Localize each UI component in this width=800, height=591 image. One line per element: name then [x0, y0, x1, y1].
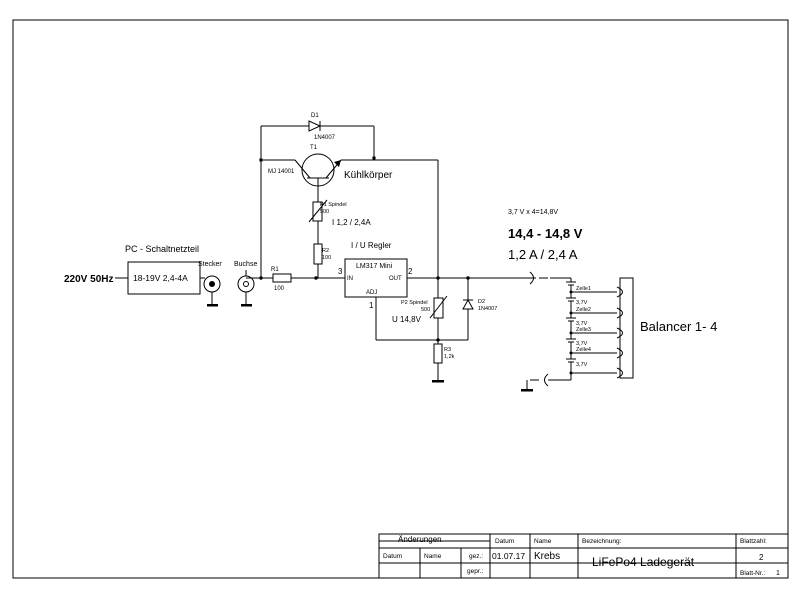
r1-resistor: [272, 273, 292, 283]
t1-type: MJ 14001: [268, 169, 295, 175]
ground-symbol: [432, 380, 444, 383]
current-range: 1,2 A / 2,4 A: [508, 247, 578, 262]
socket-label: Buchse: [234, 261, 257, 268]
pin-in: 3: [338, 267, 343, 276]
psu-title: PC - Schaltnetzteil: [125, 244, 199, 254]
r2-name: R2: [322, 248, 329, 254]
regulator-title: I / U Regler: [351, 241, 392, 250]
t1-name: T1: [310, 145, 318, 151]
calc-note: 3,7 V x 4=14,8V: [508, 209, 558, 216]
d2-diode: [462, 298, 474, 310]
r3-resistor: [433, 343, 443, 364]
row-checked: gepr.:: [467, 568, 483, 575]
socket-connector: [237, 270, 255, 307]
drawing-frame: [12, 19, 789, 579]
balancer-label: Balancer 1- 4: [640, 319, 717, 334]
ic-adj-label: ADJ: [366, 290, 377, 296]
voltage-range: 14,4 - 14,8 V: [508, 226, 583, 241]
cell-1-label: Zelle1: [576, 286, 591, 292]
p1-value: 500: [320, 209, 329, 215]
heatsink-label: Kühlkörper: [344, 170, 393, 181]
cell-4-voltage: 3,7V: [576, 362, 588, 368]
plug-label: Stecker: [198, 261, 222, 268]
cell-4-label: Zelle4: [576, 347, 591, 353]
col-name: Name: [424, 553, 442, 560]
name-value: Krebs: [534, 551, 560, 562]
pin-adj: 1: [369, 301, 374, 310]
d2-name: D2: [478, 299, 485, 305]
ic-out-label: OUT: [389, 276, 402, 282]
plug-connector: [203, 275, 221, 307]
battery-stack: [566, 278, 576, 375]
balancer-connector: [619, 277, 634, 379]
d1-type: 1N4007: [314, 135, 336, 141]
changes-header: Änderungen: [398, 535, 442, 544]
sheet-no-label: Blatt-Nr.:: [740, 570, 765, 577]
r2-resistor: [313, 243, 323, 265]
sheet-count-label: Blattzahl:: [740, 538, 767, 545]
name-header: Name: [534, 538, 552, 545]
col-date: Datum: [383, 553, 402, 560]
cell-3-voltage: 3,7V: [576, 341, 588, 347]
r2-value: 100: [322, 255, 331, 261]
designation-label: Bezeichnung:: [582, 538, 622, 545]
sheet-count: 2: [759, 553, 764, 562]
cell-2-voltage: 3,7V: [576, 321, 588, 327]
row-drawn: gez.:: [469, 553, 483, 560]
p1-name: P1 Spindel: [320, 202, 347, 208]
r3-name: R3: [444, 347, 451, 353]
d1-name: D1: [311, 113, 319, 119]
ground-symbol-2: [521, 389, 533, 392]
cell-1-voltage: 3,7V: [576, 300, 588, 306]
r1-name: R1: [271, 267, 279, 273]
balancer-pins: [616, 286, 623, 379]
r3-value: 1,2k: [444, 354, 455, 360]
psu-rating: 18-19V 2,4-4A: [133, 273, 188, 283]
title-block: [378, 533, 789, 579]
voltage-setting: U 14,8V: [392, 315, 422, 324]
d2-type: 1N4007: [478, 306, 497, 312]
sheet-no: 1: [776, 570, 780, 577]
t1-transistor: [294, 153, 342, 200]
cell-2-label: Zelle2: [576, 307, 591, 313]
pin-out: 2: [408, 267, 413, 276]
ic-name: LM317 Mini: [356, 263, 393, 270]
date-header: Datum: [495, 538, 514, 545]
d1-diode: [308, 120, 322, 132]
current-setting: I 1,2 / 2,4A: [332, 218, 371, 227]
date-value: 01.07.17: [492, 551, 525, 561]
r1-value: 100: [274, 286, 285, 292]
designation: LiFePo4 Ladegerät: [592, 555, 695, 569]
cell-3-label: Zelle3: [576, 327, 591, 333]
ic-in-label: IN: [347, 276, 353, 282]
input-voltage-label: 220V 50Hz: [64, 274, 113, 285]
p2-potentiometer: [429, 295, 448, 319]
p2-name: P2 Spindel: [401, 300, 428, 306]
p2-value: 500: [421, 307, 430, 313]
